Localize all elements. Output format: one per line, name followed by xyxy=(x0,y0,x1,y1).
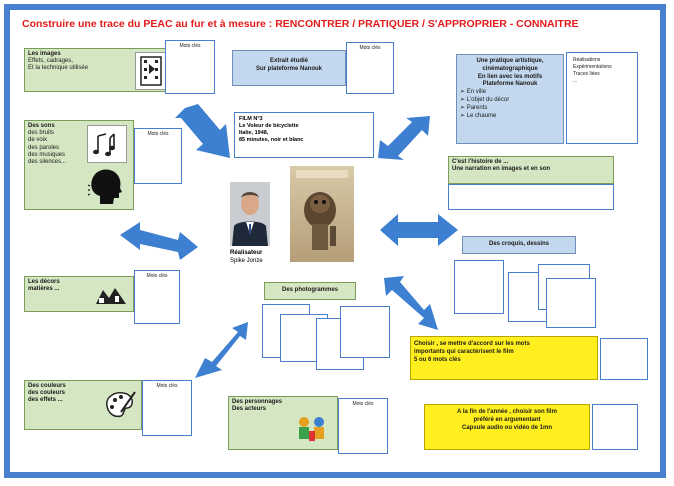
story-answer-box xyxy=(448,184,614,210)
film-poster xyxy=(290,166,354,262)
practice-item-1: ➢ En ville xyxy=(460,89,487,96)
sounds-box: Des sons des bruits de voix des paroles … xyxy=(24,120,134,210)
practice-line-4: Plateforme Nanouk xyxy=(482,81,538,88)
practice-notes-box: Réalisations Expérimentations Traces lié… xyxy=(566,52,638,144)
photograms-label: Des photogrammes xyxy=(264,282,356,300)
decors-box: Les décors matières ... xyxy=(24,276,134,312)
sounds-keywords-box: Mots clés xyxy=(134,128,182,184)
characters-keywords-label: Mots clés xyxy=(352,401,374,407)
colors-line-2: des couleurs xyxy=(28,390,66,397)
practice-line-1: Une pratique artistique, xyxy=(476,58,544,64)
sketch-frame-4 xyxy=(546,278,596,328)
arrow-images xyxy=(175,104,230,158)
end-line-2: préféré en argumentant xyxy=(473,417,541,424)
colors-box: Des couleurs des couleurs des effets ... xyxy=(24,380,142,430)
practice-item-2: ➢ L'objet du décor xyxy=(460,96,510,103)
sounds-line-4: des paroles xyxy=(28,144,60,151)
sketches-label-text: Des croquis, dessins xyxy=(488,241,550,247)
story-line-1: C'est l'histoire de ... xyxy=(452,159,509,165)
choose-line-3: 5 ou 6 mots clés xyxy=(414,357,461,364)
film-strip-icon xyxy=(135,52,167,90)
music-notes-icon xyxy=(87,125,127,163)
practice-item-1-text: En ville xyxy=(466,89,487,96)
sketches-label: Des croquis, dessins xyxy=(462,236,576,254)
colors-keywords-label: Mots clés xyxy=(156,383,178,389)
extract-keywords-box: Mots clés xyxy=(346,42,394,94)
extract-line-2: Sur plateforme Nanouk xyxy=(255,65,322,72)
photograms-label-text: Des photogrammes xyxy=(281,287,338,293)
director-label: Réalisateur xyxy=(230,250,263,256)
film-number: FILM N°3 xyxy=(239,116,263,122)
film-duration: 85 minutes, noir et blanc xyxy=(239,137,304,144)
choose-line-1: Choisir , se mettre d'accord sur les mot… xyxy=(414,341,530,347)
practice-line-3: En lien avec les motifs xyxy=(477,73,543,80)
images-box: Les images Effets, cadrages, Et la techn… xyxy=(24,48,170,92)
characters-line-2: Des acteurs xyxy=(232,406,267,413)
images-line-3: Et la technique utilisée xyxy=(28,65,89,72)
end-line-3: Capsule audio ou vidéo de 1mn xyxy=(461,425,552,432)
sounds-keywords-label: Mots clés xyxy=(147,131,169,137)
sounds-title: Des sons xyxy=(28,123,55,129)
director-photo xyxy=(230,182,270,246)
practice-item-4: ➢ Le chaume xyxy=(460,112,497,119)
sounds-line-3: de voix xyxy=(28,137,48,144)
arrow-pratique xyxy=(378,116,430,160)
colors-keywords-box: Mots clés xyxy=(142,380,192,436)
notes-line-2: Expérimentations xyxy=(573,64,612,70)
images-keywords-box: Mots clés xyxy=(165,40,215,94)
colors-line-3: des effets ... xyxy=(28,397,63,404)
speaking-head-icon xyxy=(87,167,125,207)
characters-box: Des personnages Des acteurs xyxy=(228,396,338,450)
practice-line-2: cinématographique xyxy=(482,65,538,72)
photogram-frame-4 xyxy=(340,306,390,358)
choose-keywords-box: Choisir , se mettre d'accord sur les mot… xyxy=(410,336,598,380)
characters-keywords-box: Mots clés xyxy=(338,398,388,454)
extract-keywords-label: Mots clés xyxy=(359,45,381,51)
decors-line-2: matières ... xyxy=(28,286,60,293)
characters-icon xyxy=(295,415,329,443)
notes-line-4: ... xyxy=(573,78,578,84)
decor-scene-icon xyxy=(95,281,127,307)
colors-title: Des couleurs xyxy=(28,383,66,389)
sounds-line-2: des bruits xyxy=(28,130,55,137)
practice-item-3: ➢ Parents xyxy=(460,104,488,111)
story-box: C'est l'histoire de ... Une narration en… xyxy=(448,156,614,184)
images-title: Les images xyxy=(28,51,61,57)
director-name: Spike Jonze xyxy=(230,257,263,264)
practice-item-4-text: Le chaume xyxy=(466,112,497,119)
sketch-frame-1 xyxy=(454,260,504,314)
arrow-decors xyxy=(120,222,198,260)
sounds-line-5: des musiques xyxy=(28,151,66,158)
characters-line-1: Des personnages xyxy=(232,399,283,405)
end-of-year-box: A la fin de l'année , choisir son film p… xyxy=(424,404,590,450)
decors-keywords-box: Mots clés xyxy=(134,270,180,324)
paint-palette-icon xyxy=(103,387,137,421)
story-line-2: Une narration en images et en son xyxy=(452,166,551,173)
extract-line-1: Extrait étudié xyxy=(269,58,308,64)
film-country-year: Italie, 1948, xyxy=(239,130,269,137)
images-line-2: Effets, cadrages, xyxy=(28,58,73,65)
practice-item-2-text: L'objet du décor xyxy=(466,96,510,103)
arrow-choisir xyxy=(384,276,438,330)
sounds-line-6: des silences... xyxy=(28,158,67,165)
decors-keywords-label: Mots clés xyxy=(146,273,168,279)
end-line-1: A la fin de l'année , choisir son film xyxy=(457,409,557,415)
choose-line-2: importants qui caractérisent le film xyxy=(414,349,514,356)
images-keywords-label: Mots clés xyxy=(179,43,201,49)
notes-line-1: Réalisations xyxy=(573,57,601,63)
director-caption: Réalisateur Spike Jonze xyxy=(230,250,290,266)
page-title: Construire une trace du PEAC au fur et à… xyxy=(22,18,579,30)
film-info-box: FILM N°3 Le Voleur de bicyclette Italie,… xyxy=(234,112,374,158)
practice-box: Une pratique artistique, cinématographiq… xyxy=(456,54,564,144)
film-title: Le Voleur de bicyclette xyxy=(239,123,299,130)
end-answer-box xyxy=(592,404,638,450)
extract-box: Extrait étudié Sur plateforme Nanouk xyxy=(232,50,346,86)
arrow-histoire xyxy=(380,214,458,246)
practice-item-3-text: Parents xyxy=(466,104,488,111)
arrow-couleurs xyxy=(195,322,248,378)
choose-answer-box xyxy=(600,338,648,380)
notes-line-3: Traces liées xyxy=(573,71,600,77)
decors-title: Les décors xyxy=(28,279,60,285)
